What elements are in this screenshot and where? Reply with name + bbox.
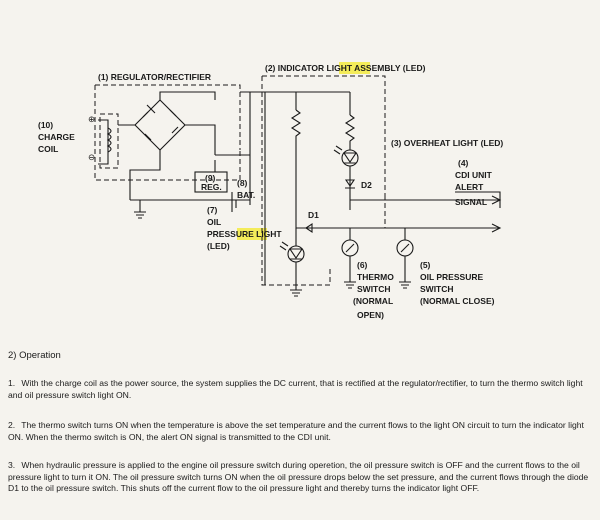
d2-label: D2 xyxy=(361,180,372,190)
indicator-assembly-box-top xyxy=(262,75,386,195)
charge-coil-label-1: CHARGE xyxy=(38,132,75,142)
oil-light-number: (7) xyxy=(207,205,218,215)
oil-pressure-switch-number: (5) xyxy=(420,260,431,270)
operation-item-3-text: When hydraulic pressure is applied to th… xyxy=(8,460,589,493)
thermo-switch-label-3: (NORMAL xyxy=(353,296,393,306)
oil-light-label-3: (LED) xyxy=(207,241,230,251)
operation-item-3-number: 3. xyxy=(8,460,16,470)
regulator-box-top xyxy=(95,84,241,150)
ground-symbol-left xyxy=(130,199,250,219)
battery-wiring xyxy=(214,92,251,212)
oil-led-ground xyxy=(290,228,302,297)
wiring-diagram: ⊕ ⊖ (9) REG. xyxy=(38,62,503,320)
oil-pressure-switch-label-2: SWITCH xyxy=(420,284,454,294)
cdi-signal-label: SIGNAL xyxy=(455,197,487,207)
operation-title: 2) Operation xyxy=(8,350,61,361)
charge-coil-label-2: COIL xyxy=(38,144,58,154)
oil-light-label-2: PRESSURE LIGHT xyxy=(207,229,282,239)
oil-pressure-light-highlight xyxy=(237,228,267,240)
reg-component-box xyxy=(194,171,228,193)
positive-bus-wire xyxy=(240,91,351,285)
oil-light-label-1: OIL xyxy=(207,217,221,227)
cdi-unit-number: (4) xyxy=(458,158,469,168)
battery-label: BAT. xyxy=(237,190,255,200)
operation-item-1-text: With the charge coil as the power source… xyxy=(8,378,583,400)
overheat-led-symbol xyxy=(333,145,359,167)
cdi-unit-label: CDI UNIT xyxy=(455,170,493,180)
operation-section: 2) Operation 1. With the charge coil as … xyxy=(0,350,600,520)
overheat-light-label: (3) OVERHEAT LIGHT (LED) xyxy=(391,138,503,148)
thermo-switch-number: (6) xyxy=(357,260,368,270)
operation-item-1-number: 1. xyxy=(8,378,16,388)
charge-coil-number: (10) xyxy=(38,120,53,130)
regulator-rectifier-label: (1) REGULATOR/RECTIFIER xyxy=(98,72,211,82)
reg-label: REG. xyxy=(201,182,222,192)
operation-item-2-number: 2. xyxy=(8,420,16,430)
oil-signal-line xyxy=(296,223,502,233)
d1-label: D1 xyxy=(308,210,319,220)
d2-diode xyxy=(344,179,356,189)
thermo-switch-label-4: OPEN) xyxy=(357,310,384,320)
battery-number: (8) xyxy=(237,178,248,188)
operation-item-1: 1. With the charge coil as the power sou… xyxy=(8,378,593,401)
thermo-switch-label-2: SWITCH xyxy=(357,284,391,294)
d1-diode xyxy=(295,200,350,234)
operation-item-2: 2. The thermo switch turns ON when the t… xyxy=(8,420,593,443)
thermo-switch-label-1: THERMO xyxy=(357,272,394,282)
resistor-overheat-line xyxy=(344,114,356,150)
resistor-oil-line xyxy=(290,109,302,200)
reg-number: (9) xyxy=(205,173,216,183)
thermo-switch-symbol xyxy=(341,228,359,289)
indicator-assembly-label: (2) INDICATOR LIGHT ASSEMBLY (LED) xyxy=(265,63,426,73)
cdi-alert-label: ALERT xyxy=(455,182,484,192)
operation-item-3: 3. When hydraulic pressure is applied to… xyxy=(8,460,593,495)
bridge-rectifier-symbol xyxy=(118,91,216,200)
oil-pressure-switch-label-3: (NORMAL CLOSE) xyxy=(420,296,495,306)
oil-pressure-led-symbol xyxy=(279,241,305,263)
coil-minus-sign: ⊖ xyxy=(88,152,95,162)
regulator-box-bottom xyxy=(94,85,241,181)
oil-pressure-switch-label-1: OIL PRESSURE xyxy=(420,272,483,282)
oil-pressure-switch-symbol xyxy=(396,228,414,289)
charge-coil-symbol xyxy=(98,113,119,169)
cdi-unit-bracket xyxy=(455,191,501,208)
coil-plus-sign: ⊕ xyxy=(88,114,95,124)
indicator-light-highlight xyxy=(339,62,370,74)
operation-item-2-text: The thermo switch turns ON when the temp… xyxy=(8,420,584,442)
